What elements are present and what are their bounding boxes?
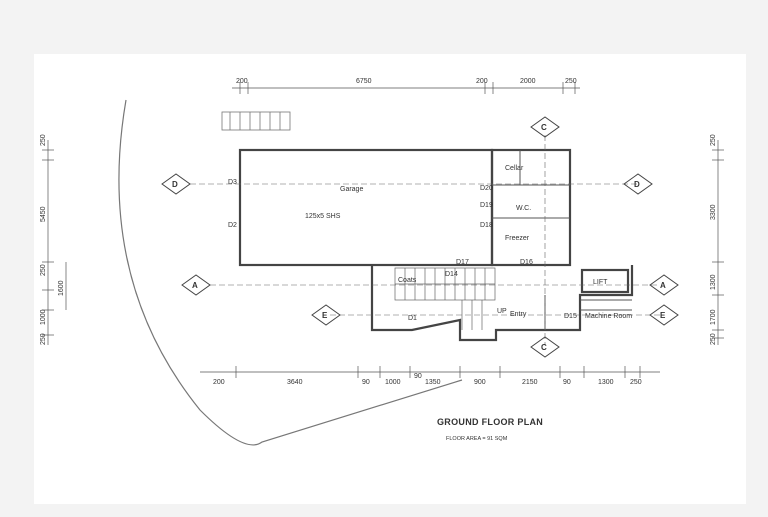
paper bbox=[34, 54, 746, 504]
left-dim-6: 250 bbox=[40, 333, 47, 345]
svg-text:C: C bbox=[541, 343, 547, 352]
top-dimension-line bbox=[232, 82, 580, 94]
svg-text:E: E bbox=[322, 311, 328, 320]
bottom-dim-11: 250 bbox=[630, 379, 642, 386]
left-dim-5: 1000 bbox=[40, 309, 47, 325]
section-marker-a-right: A bbox=[649, 274, 679, 296]
section-marker-d-left: D bbox=[161, 173, 191, 195]
right-dim-4: 1700 bbox=[710, 309, 717, 325]
left-dim-3: 250 bbox=[40, 264, 47, 276]
structural-note-shs: 125x5 SHS bbox=[305, 213, 341, 220]
room-label-coats: Coats bbox=[398, 277, 417, 284]
svg-text:D: D bbox=[172, 180, 178, 189]
room-label-cellar: Cellar bbox=[505, 165, 524, 172]
section-marker-c-bottom: C bbox=[530, 336, 560, 358]
svg-text:C: C bbox=[541, 123, 547, 132]
stair-up-note: UP bbox=[497, 308, 507, 315]
room-label-wc: W.C. bbox=[516, 205, 531, 212]
section-marker-e-right: E bbox=[649, 304, 679, 326]
door-tag-d19: D19 bbox=[480, 202, 493, 209]
section-marker-e-left: E bbox=[311, 304, 341, 326]
door-tag-d18: D18 bbox=[480, 222, 493, 229]
door-tag-d3: D3 bbox=[228, 179, 237, 186]
bottom-dim-6: 1350 bbox=[425, 379, 441, 386]
room-label-entry: Entry bbox=[510, 311, 527, 318]
room-label-lift: LIFT bbox=[593, 279, 608, 286]
top-dim-5: 250 bbox=[565, 78, 577, 85]
right-dimension-line bbox=[712, 140, 724, 345]
right-dim-1: 250 bbox=[710, 134, 717, 146]
room-label-machine-room: Machine Room bbox=[585, 313, 632, 320]
room-label-freezer: Freezer bbox=[505, 235, 530, 242]
top-dim-4: 2000 bbox=[520, 78, 536, 85]
section-marker-c-top: C bbox=[530, 116, 560, 138]
door-tag-d17: D17 bbox=[456, 259, 469, 266]
building-walls bbox=[238, 148, 634, 342]
section-marker-d-right: D bbox=[623, 173, 653, 195]
right-dim-5: 250 bbox=[710, 333, 717, 345]
internal-stairs bbox=[394, 267, 496, 330]
left-dim-1: 250 bbox=[40, 134, 47, 146]
bottom-dim-8: 2150 bbox=[522, 379, 538, 386]
bottom-dim-3: 90 bbox=[362, 379, 370, 386]
top-dim-2: 6750 bbox=[356, 78, 372, 85]
door-tag-d1: D1 bbox=[408, 315, 417, 322]
drawing-title: GROUND FLOOR PLAN bbox=[437, 417, 543, 427]
bottom-dim-5: 90 bbox=[414, 373, 422, 380]
bottom-dim-2: 3640 bbox=[287, 379, 303, 386]
left-dim-2: 5450 bbox=[40, 206, 47, 222]
bottom-dim-9: 90 bbox=[563, 379, 571, 386]
door-tag-d2: D2 bbox=[228, 222, 237, 229]
top-dim-1: 200 bbox=[236, 78, 248, 85]
bottom-dim-1: 200 bbox=[213, 379, 225, 386]
bottom-dim-7: 900 bbox=[474, 379, 486, 386]
door-tag-d20: D20 bbox=[480, 185, 493, 192]
left-dimension-line bbox=[42, 140, 67, 345]
door-tag-d15: D15 bbox=[564, 313, 577, 320]
external-steps bbox=[221, 111, 291, 131]
right-dim-2: 3300 bbox=[710, 204, 717, 220]
svg-text:D: D bbox=[634, 180, 640, 189]
room-label-garage: Garage bbox=[340, 186, 363, 193]
site-boundary bbox=[118, 99, 463, 446]
door-tag-d16: D16 bbox=[520, 259, 533, 266]
bottom-dim-10: 1300 bbox=[598, 379, 614, 386]
left-dim-4: 1600 bbox=[58, 280, 65, 296]
svg-text:E: E bbox=[660, 311, 666, 320]
floor-area-note: FLOOR AREA = 91 SQM bbox=[446, 436, 508, 442]
door-tag-d14: D14 bbox=[445, 271, 458, 278]
section-lines bbox=[190, 135, 660, 345]
right-dim-3: 1300 bbox=[710, 274, 717, 290]
bottom-dimension-line bbox=[200, 366, 660, 378]
top-dim-3: 200 bbox=[476, 78, 488, 85]
svg-text:A: A bbox=[660, 281, 666, 290]
section-marker-a-left: A bbox=[181, 274, 211, 296]
svg-text:A: A bbox=[192, 281, 198, 290]
bottom-dim-4: 1000 bbox=[385, 379, 401, 386]
